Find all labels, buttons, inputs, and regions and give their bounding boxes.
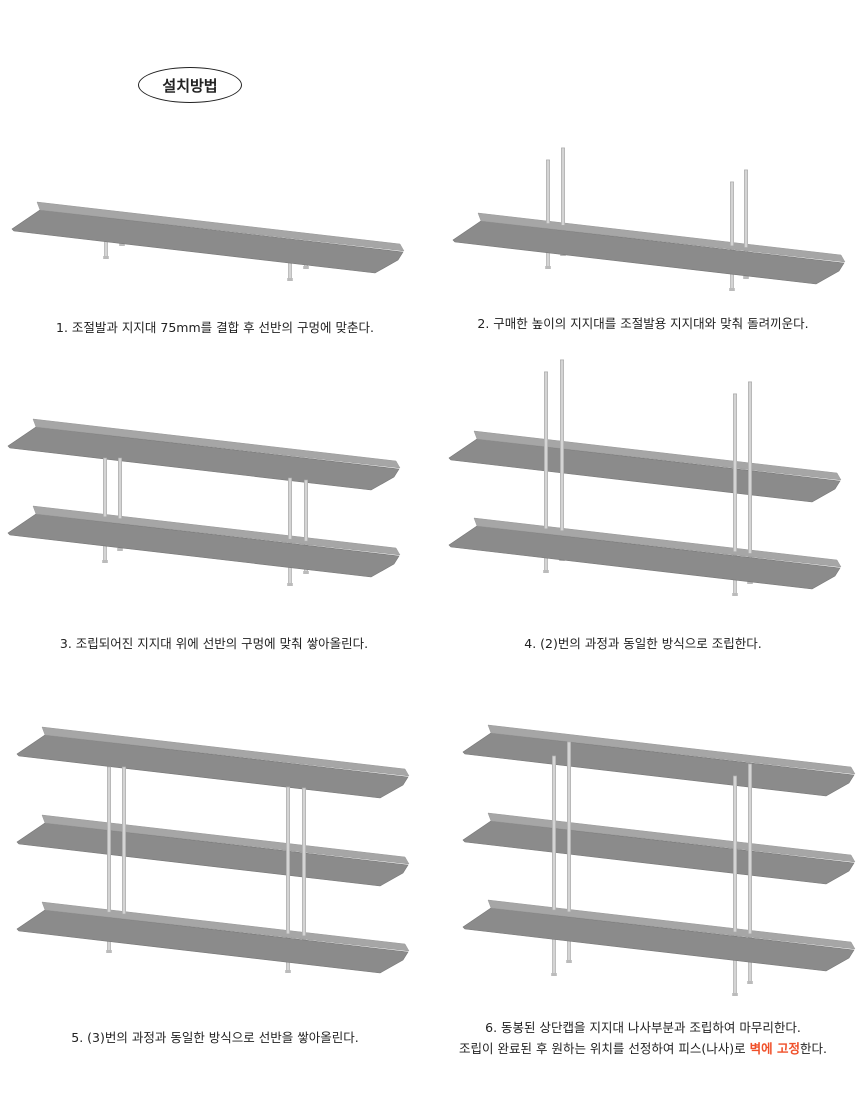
step-6-line-2-end: 한다.: [799, 1041, 827, 1056]
support-pole-upper: [552, 755, 556, 911]
step-2-caption: 2. 구매한 높이의 지지대를 조절발용 지지대와 맞춰 돌려끼운다.: [477, 316, 809, 331]
adjustable-foot: [543, 570, 549, 573]
adjustable-foot: [106, 950, 112, 953]
shelf-back-lip: [41, 726, 410, 777]
support-pole-upper: [748, 381, 752, 554]
shelf-back-lip: [477, 212, 846, 263]
support-pole-upper: [302, 787, 306, 937]
adjustable-foot: [747, 981, 753, 984]
step-5-caption: 5. (3)번의 과정과 동일한 방식으로 선반을 쌓아올린다.: [71, 1030, 359, 1045]
shelf-back-lip: [487, 812, 856, 863]
adjustable-foot: [117, 548, 123, 551]
support-pole-upper: [560, 359, 564, 531]
adjustable-foot: [303, 266, 309, 269]
adjustable-foot: [551, 973, 557, 976]
page-title: 설치방법: [138, 67, 242, 103]
shelf-back-lip: [487, 899, 856, 950]
shelf-back-lip: [36, 201, 405, 252]
step-6-line-1: 6. 동봉된 상단캡을 지지대 나사부분과 조립하여 마무리한다.: [485, 1020, 801, 1035]
adjustable-foot: [102, 560, 108, 563]
support-pole-upper: [122, 766, 126, 915]
support-pole-upper: [561, 147, 565, 226]
step-6-line-2-text: 조립이 완료된 후 원하는 위치를 선정하여 피스(나사)로: [459, 1041, 750, 1056]
support-pole-upper: [733, 775, 737, 933]
adjustable-foot: [287, 583, 293, 586]
step-1-caption: 1. 조절발과 지지대 75mm를 결합 후 선반의 구멍에 맞춘다.: [56, 320, 374, 335]
support-pole-upper: [103, 457, 107, 518]
adjustable-foot: [566, 960, 572, 963]
support-pole-upper: [304, 479, 308, 542]
support-pole-upper: [107, 766, 111, 913]
shelf-back-lip: [41, 814, 410, 865]
adjustable-foot: [285, 970, 291, 973]
support-pole-upper: [748, 763, 752, 935]
shelf-back-lip: [473, 517, 842, 568]
adjustable-foot: [287, 278, 293, 281]
adjustable-foot: [732, 993, 738, 996]
support-pole-upper: [744, 169, 748, 248]
adjustable-foot: [103, 256, 109, 259]
adjustable-foot: [743, 276, 749, 279]
shelf-back-lip: [32, 505, 401, 556]
support-pole-upper: [118, 457, 122, 519]
adjustable-foot: [119, 243, 125, 246]
support-pole-upper: [288, 477, 292, 540]
adjustable-foot: [303, 571, 309, 574]
support-pole-upper: [730, 181, 734, 247]
support-pole-upper: [546, 159, 550, 224]
step-4-caption: 4. (2)번의 과정과 동일한 방식으로 조립한다.: [524, 636, 762, 651]
shelf-back-lip: [41, 901, 410, 952]
support-pole-upper: [567, 741, 571, 913]
step-6-highlight: 벽에 고정: [749, 1041, 800, 1056]
shelf-back-lip: [487, 724, 856, 775]
step-3-caption: 3. 조립되어진 지지대 위에 선반의 구멍에 맞춰 쌓아올린다.: [59, 636, 369, 651]
support-pole-upper: [286, 786, 290, 935]
adjustable-foot: [729, 288, 735, 291]
support-pole-upper: [544, 371, 548, 530]
adjustable-foot: [545, 266, 551, 269]
support-pole-upper: [733, 393, 737, 552]
adjustable-foot: [732, 593, 738, 596]
step-6-caption: 6. 동봉된 상단캡을 지지대 나사부분과 조립하여 마무리한다. 조립이 완료…: [459, 1017, 827, 1059]
step-6-line-2: 조립이 완료된 후 원하는 위치를 선정하여 피스(나사)로 벽에 고정한다.: [459, 1038, 827, 1059]
adjustable-foot: [747, 581, 753, 584]
shelf-back-lip: [32, 418, 401, 469]
